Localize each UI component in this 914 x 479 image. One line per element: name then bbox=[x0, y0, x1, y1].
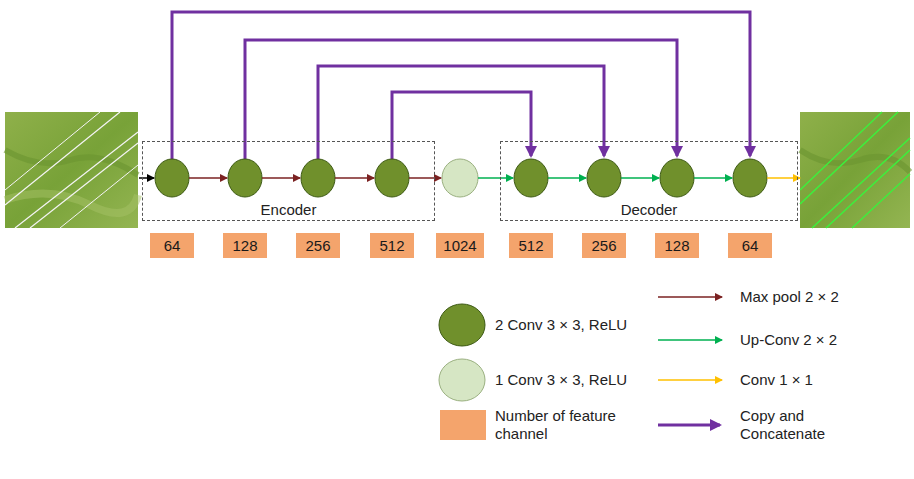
channel-count: 64 bbox=[742, 237, 759, 254]
channel-count: 256 bbox=[305, 237, 330, 254]
legend-arrow bbox=[658, 339, 722, 341]
legend-arrow bbox=[658, 424, 720, 427]
legend-swatch bbox=[440, 410, 486, 440]
legend-arrow bbox=[658, 379, 722, 381]
channel-count-box: 128 bbox=[223, 233, 267, 258]
channel-count-box: 64 bbox=[728, 233, 772, 258]
group-label: Encoder bbox=[143, 201, 434, 218]
legend-label: Conv 1 × 1 bbox=[740, 371, 905, 389]
channel-count-box: 512 bbox=[509, 233, 553, 258]
legend-label: Up-Conv 2 × 2 bbox=[740, 331, 905, 349]
channel-count-box: 1024 bbox=[436, 233, 484, 258]
skip-connections bbox=[172, 12, 750, 159]
conv-blocks bbox=[155, 159, 767, 197]
legend-label: 2 Conv 3 × 3, ReLU bbox=[495, 316, 695, 334]
channel-count: 1024 bbox=[443, 237, 476, 254]
flow-arrows bbox=[139, 177, 800, 179]
channel-count: 256 bbox=[591, 237, 616, 254]
legend-label: 1 Conv 3 × 3, ReLU bbox=[495, 371, 695, 389]
group-label: Decoder bbox=[501, 201, 797, 218]
legend-label: Number of feature channel bbox=[495, 407, 625, 443]
channel-count-box: 64 bbox=[150, 233, 194, 258]
legend-label: Copy and Concatenate bbox=[740, 407, 832, 443]
legend-label: Max pool 2 × 2 bbox=[740, 288, 905, 306]
channel-count-box: 256 bbox=[582, 233, 626, 258]
legend-circle-light bbox=[439, 359, 485, 401]
legend-circle-dark bbox=[439, 304, 485, 346]
legend-samples bbox=[439, 297, 722, 425]
input-image bbox=[5, 112, 138, 228]
output-image bbox=[800, 112, 910, 228]
channel-count-box: 256 bbox=[296, 233, 340, 258]
legend-arrow bbox=[658, 296, 722, 298]
channel-count: 512 bbox=[379, 237, 404, 254]
dashed-group-box: Decoder bbox=[500, 141, 798, 221]
channel-count-box: 128 bbox=[655, 233, 699, 258]
channel-count: 128 bbox=[664, 237, 689, 254]
channel-count: 512 bbox=[518, 237, 543, 254]
channel-count: 64 bbox=[164, 237, 181, 254]
dashed-group-box: Encoder bbox=[142, 141, 435, 221]
channel-count: 128 bbox=[232, 237, 257, 254]
channel-count-box: 512 bbox=[370, 233, 414, 258]
